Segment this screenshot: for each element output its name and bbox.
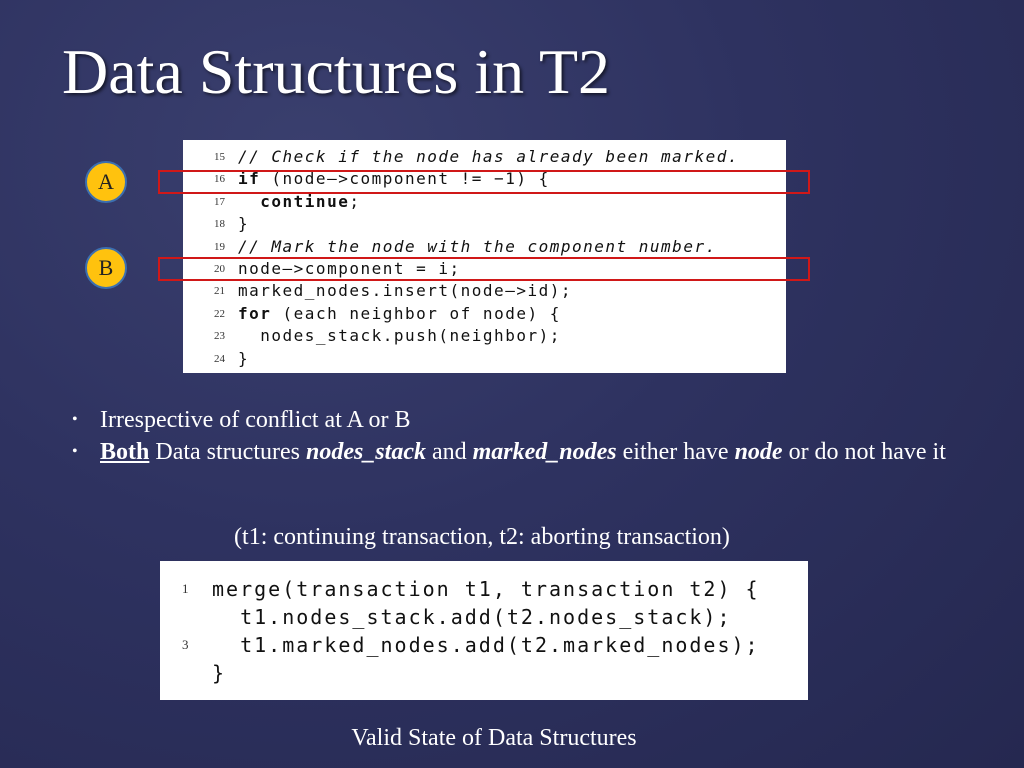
line-number: 3 [182,637,189,652]
code-text: t1.nodes_stack.add(t2.nodes_stack); [212,605,732,629]
line-number: 1 [182,581,189,596]
code-text: t1.marked_nodes.add(t2.marked_nodes); [212,633,760,657]
slide-title: Data Structures in T2 [62,36,611,107]
marker-a-label: A [98,169,114,194]
bullet-item: • Irrespective of conflict at A or B [72,406,982,434]
code-line: 23 nodes_stack.push(neighbor); [183,325,786,347]
code-line: 22 for (each neighbor of node) { [183,303,786,325]
line-number: 19 [214,240,225,253]
code-token: nodes_stack.push(neighbor); [238,326,561,346]
code-text: marked_nodes.insert(node—>id); [238,280,572,302]
bullet-text: Both [100,439,150,465]
transaction-note: (t1: continuing transaction, t2: abortin… [234,524,730,550]
code-text: } [238,213,249,235]
code-token: ; [349,191,361,211]
code-text: merge(transaction t1, transaction t2) { [212,577,760,601]
bullet-dot-icon: • [72,411,78,428]
line-number: 15 [214,151,225,163]
code-token: } [238,214,250,234]
line-number: 18 [214,218,225,231]
code-block-dfs: 15 // Check if the node has already been … [183,140,786,373]
code-text: continue; [238,191,360,213]
line-number: 21 [214,285,225,298]
code-block-merge: 1 merge(transaction t1, transaction t2) {… [160,561,808,700]
marker-b-label: B [98,255,114,280]
code-line: 21 marked_nodes.insert(node—>id); [183,280,786,302]
bullet-text: Irrespective of conflict at A or B [100,407,411,433]
code-comment: // Check if the node has already been ma… [238,147,739,166]
code-text: // Mark the node with the component numb… [238,236,717,258]
bullet-text: and [425,439,473,465]
code-line: 19 // Mark the node with the component nu… [183,236,786,258]
code-line: 20 node—>component = i; [183,258,786,280]
bullet-text: or do not have it [782,439,946,465]
line-number: 20 [214,263,225,275]
code-keyword: for [238,303,272,323]
code-text: for (each neighbor of node) { [238,303,561,325]
highlight-box-b [158,257,810,281]
bullet-text: marked_nodes [472,439,617,465]
code-keyword: continue [238,191,350,211]
line-number: 17 [214,195,225,208]
bullet-item: • Both Data structures nodes_stack and ma… [72,438,982,466]
bullet-list: • Irrespective of conflict at A or B • Both… [72,406,982,470]
highlight-box-a [158,170,810,194]
slide-caption: Valid State of Data Structures [351,725,637,751]
bullet-text: nodes_stack [305,439,426,465]
code-text: // Check if the node has already been ma… [238,146,739,168]
code-token: (each neighbor of node) { [271,303,561,323]
code-line: 1 merge(transaction t1, transaction t2) { [160,575,808,603]
code-token: node—>component = i; [238,259,461,278]
line-number: 22 [214,307,225,320]
bullet-text: either have [616,439,735,465]
code-text: } [212,661,227,685]
code-line: 16 if (node—>component != −1) { [183,168,786,190]
line-number: 24 [214,352,225,365]
code-line: 15 // Check if the node has already been … [183,146,786,168]
code-text: node—>component = i; [238,258,461,280]
code-line: t1.nodes_stack.add(t2.nodes_stack); [160,603,808,631]
code-token: } [238,348,250,368]
bullet-text: node [734,439,783,465]
code-line: 24} [183,348,786,370]
code-token: marked_nodes.insert(node—>id); [238,281,572,301]
code-line: } [160,659,808,687]
marker-b: B [85,247,127,289]
code-line: 3 t1.marked_nodes.add(t2.marked_nodes); [160,631,808,659]
code-text: nodes_stack.push(neighbor); [238,325,561,347]
line-number: 23 [214,330,225,343]
code-keyword: if [238,169,261,189]
code-text: if (node—>component != −1) { [238,168,550,190]
bullet-dot-icon: • [72,443,78,460]
marker-a: A [85,161,127,203]
code-line: 18} [183,213,786,235]
code-token: (node—>component != −1) { [260,169,550,189]
bullet-text: Data structures [149,439,306,465]
code-line: 17 continue; [183,191,786,213]
code-comment: // Mark the node with the component numb… [238,236,717,256]
line-number: 16 [214,173,225,186]
code-text: } [238,348,249,370]
